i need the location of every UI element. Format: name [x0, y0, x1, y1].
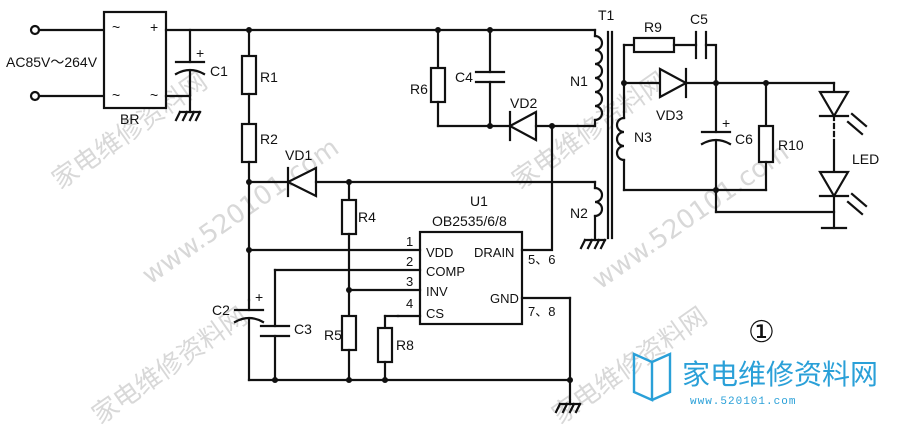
site-logo: 家电维修资料网 www.520101.com: [632, 352, 878, 408]
r9-label: R9: [644, 19, 662, 35]
t1-label: T1: [598, 7, 615, 23]
ac-input-label: AC85V～264V: [6, 54, 98, 70]
diode-vd1: VD1: [247, 147, 597, 198]
pin-gnd-name: GND: [490, 291, 519, 306]
capacitor-c2: + C2: [212, 289, 265, 382]
ac-terminal-top: [29, 24, 41, 36]
n2-label: N2: [570, 205, 588, 221]
c6-label: C6: [735, 131, 753, 147]
ground-symbol: [554, 402, 582, 414]
resistor-r1: R1: [240, 28, 278, 126]
capacitor-c4: C4: [455, 28, 506, 128]
ac-input: AC85V～264V: [6, 24, 106, 102]
ground-symbol: [579, 238, 607, 250]
r5-label: R5: [324, 327, 342, 343]
pin-comp-name: COMP: [426, 264, 465, 279]
pin-1-number: 1: [406, 234, 413, 249]
resistor-r10: R10: [757, 81, 804, 192]
resistor-r8: R8: [376, 314, 414, 382]
c5-label: C5: [690, 11, 708, 27]
bridge-ac-symbol-2: ~: [112, 87, 120, 103]
r8-label: R8: [396, 337, 414, 353]
pin-vdd-name: VDD: [426, 245, 453, 260]
r1-label: R1: [260, 69, 278, 85]
resistor-r4: R4: [340, 180, 376, 322]
pin-drain-name: DRAIN: [474, 245, 514, 260]
pin-5-6-number: 5、6: [528, 252, 555, 267]
ground-symbol: [174, 110, 202, 122]
capacitor-c6: + C6: [700, 81, 753, 192]
vd2-label: VD2: [510, 95, 537, 111]
resistor-r9: R9: [632, 19, 698, 54]
pin-inv-name: INV: [426, 284, 448, 299]
capacitor-c1: + C1: [164, 28, 228, 114]
r2-label: R2: [260, 131, 278, 147]
c2-plus: +: [255, 289, 263, 305]
c2-label: C2: [212, 302, 230, 318]
watermark-url-1: www.520101.com: [137, 133, 345, 291]
r10-label: R10: [778, 137, 804, 153]
c6-plus: +: [722, 115, 730, 131]
u1-label: U1: [470, 193, 488, 209]
n3-label: N3: [634, 129, 652, 145]
capacitor-c3: C3: [259, 268, 312, 382]
pin-7-8-number: 7、8: [528, 304, 555, 319]
c1-label: C1: [210, 63, 228, 79]
vd1-label: VD1: [285, 147, 312, 163]
diode-vd2: VD2: [507, 95, 597, 142]
vd3-label: VD3: [656, 107, 683, 123]
pin-2-number: 2: [406, 254, 413, 269]
resistor-r2: R2: [240, 122, 278, 302]
c1-plus: +: [196, 45, 204, 61]
diode-vd3: VD3: [622, 67, 836, 123]
r6-label: R6: [410, 81, 428, 97]
bridge-plus-symbol: +: [150, 19, 158, 35]
bridge-ac-symbol: ~: [112, 19, 120, 35]
logo-text: 家电维修资料网: [682, 358, 878, 391]
led-string: LED: [818, 81, 879, 230]
resistor-r6: R6: [410, 28, 447, 128]
ic-u1: U1 OB2535/6/8 1 VDD 2 COMP 3 INV 4 CS DR…: [247, 193, 555, 326]
transformer-t1: T1 N1 N2 N3: [570, 7, 652, 242]
bridge-rectifier: ~ + ~ ~ BR: [102, 10, 168, 127]
r4-label: R4: [358, 209, 376, 225]
c4-label: C4: [455, 69, 473, 85]
u1-part-number: OB2535/6/8: [432, 213, 507, 229]
pin-cs-name: CS: [426, 306, 444, 321]
n1-label: N1: [570, 73, 588, 89]
bridge-minus-symbol: ~: [150, 87, 158, 103]
led-label: LED: [852, 151, 879, 167]
bridge-label: BR: [120, 111, 139, 127]
pin-4-number: 4: [406, 296, 413, 311]
figure-number: ①: [748, 315, 775, 350]
logo-url: www.520101.com: [690, 396, 796, 408]
ac-terminal-bottom: [29, 90, 41, 102]
c3-label: C3: [294, 321, 312, 337]
resistor-r5: R5: [324, 314, 358, 382]
drain-wire: [520, 124, 554, 252]
pin-3-number: 3: [406, 274, 413, 289]
watermark-cn-3: 家电维修资料网: [87, 302, 253, 427]
capacitor-c5: C5: [690, 11, 718, 85]
